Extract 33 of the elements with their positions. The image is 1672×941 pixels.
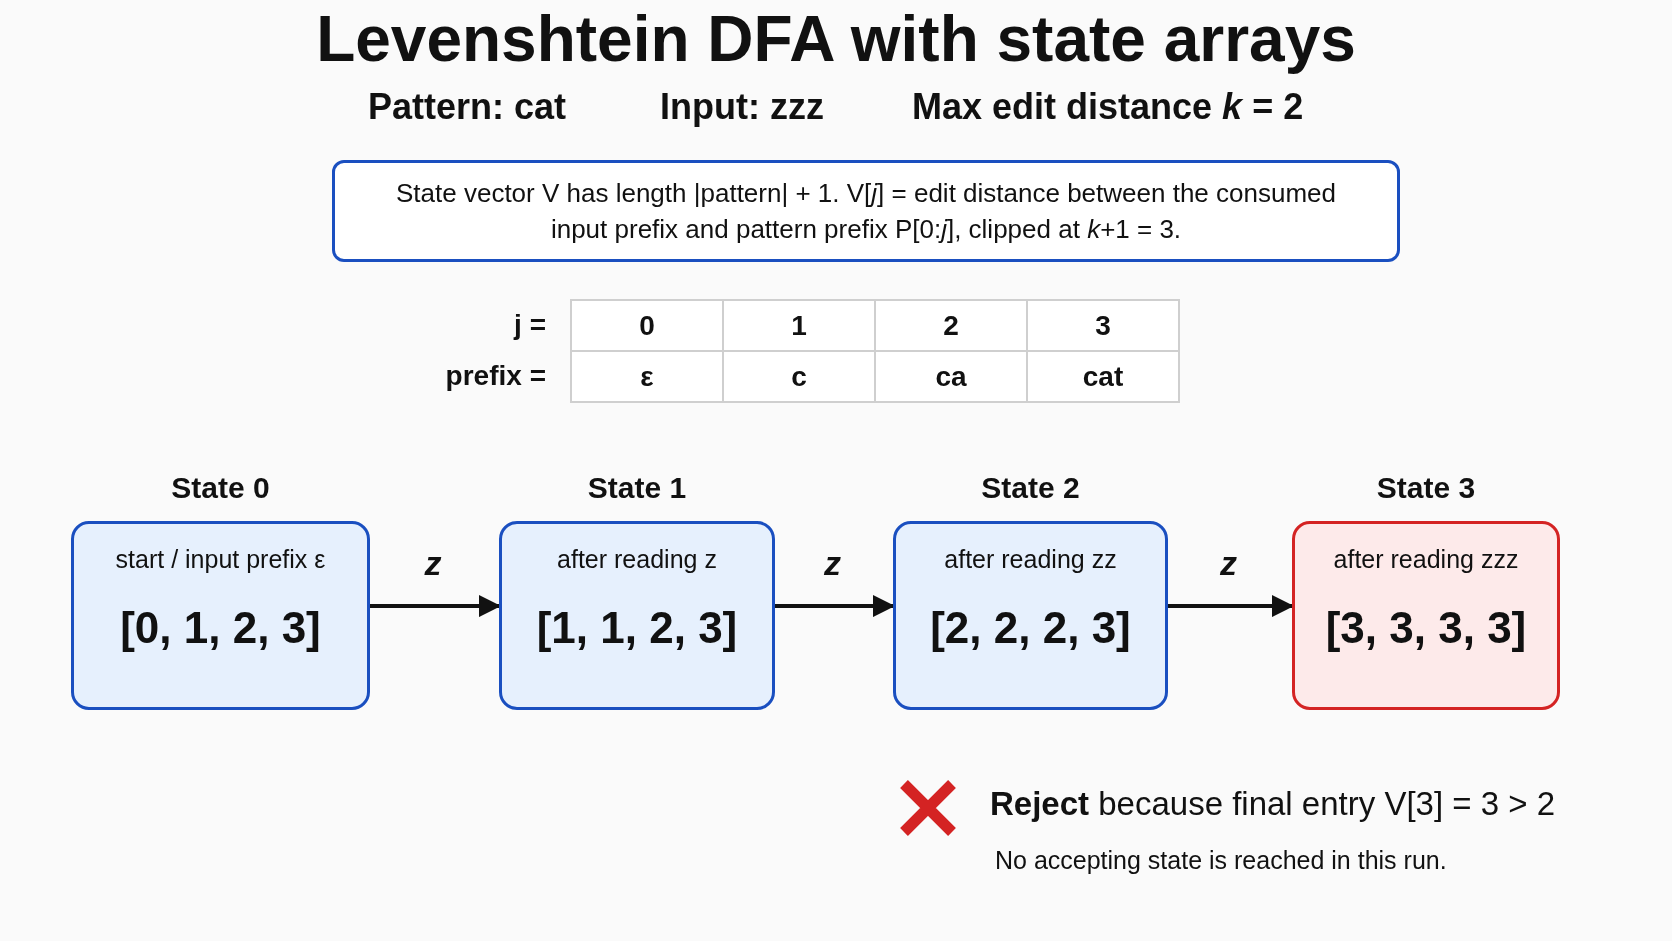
arrow	[370, 595, 501, 618]
state-heading: State 2	[980, 471, 1081, 505]
title: Levenshtein DFA with state arrays	[315, 2, 1357, 76]
state-array: [2, 2, 2, 3]	[929, 603, 1132, 653]
table-cell: ε	[571, 351, 723, 402]
arrow	[1168, 595, 1294, 618]
table-cell: c	[723, 351, 875, 402]
table-cell: cat	[1027, 351, 1179, 402]
state-array: [0, 1, 2, 3]	[119, 603, 322, 653]
table-cell: 3	[1027, 300, 1179, 351]
arrow	[775, 595, 895, 618]
state-heading: State 0	[170, 471, 271, 505]
info-text: State vector V has length |pattern| + 1. V[j] = edit distance between the consumed input prefix and pattern prefix P[0:j], clipped at k+1 = 3.	[395, 176, 1337, 246]
table-cell: ca	[875, 351, 1027, 402]
table-cell: 2	[875, 300, 1027, 351]
row-label: j =	[512, 308, 547, 342]
subtitle-text: Input: zzz	[660, 86, 824, 128]
state-description: start / input prefix ε	[114, 545, 327, 574]
info-box	[332, 160, 1400, 262]
state-heading: State 1	[586, 471, 688, 505]
state-description: after reading z	[556, 545, 718, 574]
table-cell: 0	[571, 300, 723, 351]
verdict-text: Reject because final entry V[3] = 3 > 2	[990, 785, 1556, 823]
row-label: prefix =	[444, 359, 547, 393]
state-description: after reading zzz	[1332, 545, 1520, 574]
subtitle-text: Pattern: cat	[368, 86, 567, 128]
state-array: [1, 1, 2, 3]	[535, 603, 739, 653]
note-text: No accepting state is reached in this run.	[995, 846, 1447, 875]
state-heading: State 3	[1375, 471, 1477, 505]
table-cell: 1	[723, 300, 875, 351]
subtitle-text: Max edit distance k = 2	[912, 86, 1304, 128]
state-description: after reading zz	[943, 545, 1118, 574]
state-array: [3, 3, 3, 3]	[1324, 603, 1528, 653]
